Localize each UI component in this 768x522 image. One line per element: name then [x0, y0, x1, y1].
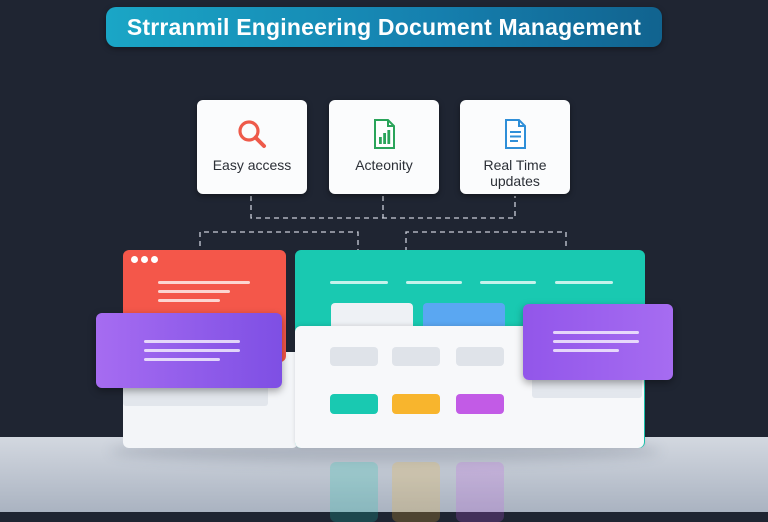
window-dot [141, 256, 148, 263]
orange-action-chip[interactable] [392, 394, 440, 414]
window-dot [131, 256, 138, 263]
document-icon [498, 117, 532, 151]
search-icon [235, 117, 269, 151]
placeholder-chip [392, 347, 440, 366]
feature-card-easy-access[interactable]: Easy access [197, 100, 307, 194]
feature-label: Real Time updates [483, 157, 547, 189]
placeholder-chip [456, 347, 504, 366]
page-title: Strranmil Engineering Document Managemen… [126, 13, 642, 40]
text-line [553, 340, 639, 343]
text-line [553, 331, 639, 334]
text-line [553, 349, 619, 352]
left-base-inner [123, 386, 268, 406]
spreadsheet-icon [367, 117, 401, 151]
nav-line [330, 281, 388, 284]
placeholder-chip [330, 347, 378, 366]
nav-line [480, 281, 536, 284]
text-line [144, 340, 240, 343]
floor [0, 437, 768, 512]
feature-card-acteonity[interactable]: Acteonity [329, 100, 439, 194]
text-line [158, 299, 220, 302]
text-line [144, 349, 240, 352]
text-line [158, 290, 230, 293]
feature-label: Easy access [212, 157, 292, 173]
title-banner: Strranmil Engineering Document Managemen… [106, 7, 662, 47]
feature-label: Acteonity [355, 157, 413, 173]
nav-line [406, 281, 462, 284]
magenta-action-chip[interactable] [456, 394, 504, 414]
teal-action-chip[interactable] [330, 394, 378, 414]
window-dot [151, 256, 158, 263]
nav-line [555, 281, 613, 284]
text-line [144, 358, 220, 361]
text-line [158, 281, 250, 284]
feature-card-real-time-updates[interactable]: Real Time updates [460, 100, 570, 194]
